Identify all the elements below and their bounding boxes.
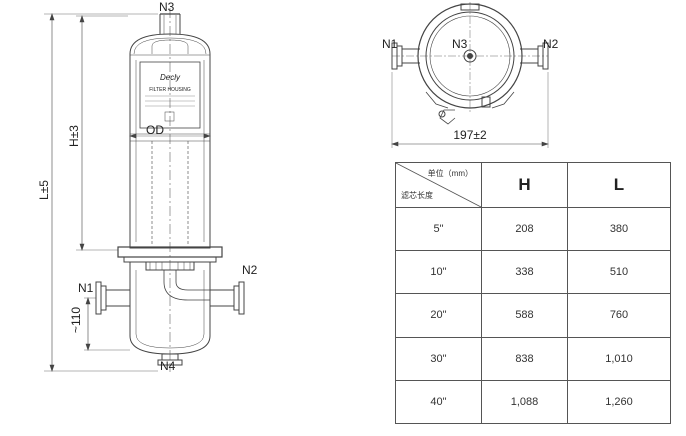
plate-title: FILTER HOUSING [149,87,191,93]
od-label: OD [146,123,164,137]
top-view-dimension [391,72,549,148]
top-view-housing [392,2,548,125]
col-h-header: H [481,162,568,208]
table-row: 20" 588 760 [395,293,671,338]
l-cell: 760 [567,293,671,338]
unit-header-cell: 单位（mm） 滤芯长度 [395,162,482,208]
n2-label: N2 [242,263,258,277]
l-cell: 1,010 [567,336,671,381]
col-l-header: L [567,162,671,208]
n1-inlet-pipe [95,281,130,315]
table-row: 10" 338 510 [395,250,671,295]
dim-l-label: L±5 [37,180,51,200]
vessel-body [129,8,211,372]
h-cell: 838 [481,336,568,381]
size-cell: 10" [395,250,482,295]
unit-label: 单位（mm） [427,169,473,178]
size-cell: 40" [395,379,482,425]
table-row: 30" 838 1,010 [395,336,671,381]
top-n3-label: N3 [452,37,468,51]
top-view-n2-pipe [520,42,549,70]
size-cell: 30" [395,336,482,381]
clamp-band [117,246,223,271]
n1-label: N1 [78,281,94,295]
plate-logo: Decly [160,73,181,82]
h-cell: 588 [481,293,568,338]
size-cell: 5" [395,206,482,252]
top-view-n1-pipe [391,42,420,70]
l-cell: 1,260 [567,379,671,425]
dim-110-label: ~110 [69,307,83,333]
top-width-label: 197±2 [453,128,487,142]
h-cell: 338 [481,250,568,295]
n3-label: N3 [159,0,175,14]
length-label: 滤芯长度 [401,191,433,200]
header-row: 单位（mm） 滤芯长度 H L [395,162,671,208]
n2-outlet-pipe [210,281,245,315]
top-n1-label: N1 [382,37,398,51]
l-cell: 380 [567,206,671,252]
name-plate [139,61,201,129]
h-cell: 1,088 [481,379,568,425]
side-dimensions [44,13,211,372]
n4-drain [157,353,183,366]
l-cell: 510 [567,250,671,295]
top-n2-label: N2 [543,37,559,51]
spec-table: 单位（mm） 滤芯长度 H L 5" 208 380 10" 338 510 2… [395,162,671,425]
table-row: 5" 208 380 [395,206,671,252]
size-cell: 20" [395,293,482,338]
dim-h-label: H±3 [67,125,81,147]
h-cell: 208 [481,206,568,252]
n4-label: N4 [160,359,176,373]
table-row: 40" 1,088 1,260 [395,379,671,425]
